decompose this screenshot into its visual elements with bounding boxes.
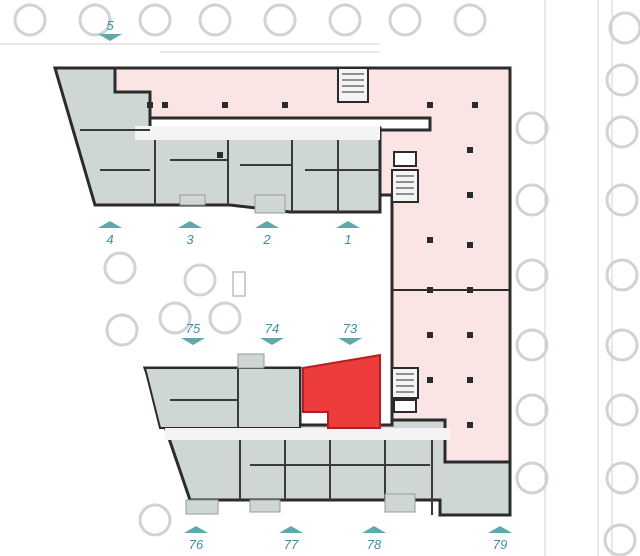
tree-icon <box>608 11 640 45</box>
unit-label-4[interactable]: 4 <box>106 232 113 247</box>
corridor-north <box>135 126 380 140</box>
column <box>217 152 223 158</box>
triangle-marker-icon[interactable] <box>362 526 386 533</box>
tree-icon <box>605 393 639 427</box>
tree-icon <box>138 503 172 537</box>
unit-label-75[interactable]: 75 <box>186 321 201 336</box>
unit-label-5[interactable]: 5 <box>106 18 114 33</box>
column <box>162 102 168 108</box>
column <box>467 242 473 248</box>
triangle-marker-icon[interactable] <box>260 338 284 345</box>
balcony-2 <box>254 194 286 214</box>
column <box>427 237 433 243</box>
tree-icon <box>388 3 422 37</box>
selected-unit-73[interactable] <box>302 353 381 429</box>
tree-icon <box>263 3 297 37</box>
triangle-marker-icon[interactable] <box>336 221 360 228</box>
tree-icon <box>605 63 639 97</box>
triangle-marker-icon[interactable] <box>181 338 205 345</box>
unit-label-73[interactable]: 73 <box>343 321 358 336</box>
unit-label-1[interactable]: 1 <box>344 232 351 247</box>
tree-icon <box>158 301 192 335</box>
triangle-marker-icon[interactable] <box>255 221 279 228</box>
corridor-south <box>165 428 450 440</box>
tree-icon <box>515 328 549 362</box>
courtyard-feature <box>232 271 246 297</box>
unit-label-76[interactable]: 76 <box>189 537 204 552</box>
upper-building <box>52 66 512 464</box>
balcony-74 <box>237 353 265 369</box>
triangle-marker-icon[interactable] <box>279 526 303 533</box>
tree-icon <box>105 313 139 347</box>
balcony-78 <box>384 493 416 513</box>
balcony-77 <box>249 499 281 513</box>
column <box>427 287 433 293</box>
tree-icon <box>13 3 47 37</box>
tree-icon <box>78 3 112 37</box>
unit-label-77[interactable]: 77 <box>284 537 299 552</box>
column <box>467 377 473 383</box>
tree-icon <box>103 251 137 285</box>
unit-block-south-upper <box>143 367 301 429</box>
trees-group <box>13 3 640 556</box>
tree-icon <box>605 328 639 362</box>
unit-label-78[interactable]: 78 <box>367 537 382 552</box>
triangle-marker-icon[interactable] <box>98 221 122 228</box>
tree-icon <box>515 183 549 217</box>
tree-icon <box>515 393 549 427</box>
column <box>472 102 478 108</box>
unit-label-74[interactable]: 74 <box>265 321 279 336</box>
column <box>467 422 473 428</box>
tree-icon <box>515 258 549 292</box>
column <box>427 102 433 108</box>
column <box>222 102 228 108</box>
tree-icon <box>183 263 217 297</box>
tree-icon <box>605 461 639 495</box>
stairs-icon <box>391 169 419 203</box>
tree-icon <box>605 183 639 217</box>
tree-icon <box>605 258 639 292</box>
tree-icon <box>603 523 637 556</box>
tree-icon <box>138 3 172 37</box>
column <box>147 102 153 108</box>
column <box>282 102 288 108</box>
triangle-marker-icon[interactable] <box>98 34 122 41</box>
elevator <box>393 399 417 413</box>
tree-icon <box>605 115 639 149</box>
balcony-76 <box>185 499 219 515</box>
balcony-3 <box>179 194 206 206</box>
stairs-icon <box>337 67 369 103</box>
column <box>467 287 473 293</box>
unit-label-79[interactable]: 79 <box>493 537 507 552</box>
triangle-marker-icon[interactable] <box>184 526 208 533</box>
triangle-marker-icon[interactable] <box>178 221 202 228</box>
triangle-marker-icon[interactable] <box>488 526 512 533</box>
stairs-icon <box>391 367 419 399</box>
unit-label-2[interactable]: 2 <box>262 232 271 247</box>
tree-icon <box>208 301 242 335</box>
column <box>427 377 433 383</box>
tree-icon <box>515 111 549 145</box>
triangle-marker-icon[interactable] <box>338 338 362 345</box>
unit-label-3[interactable]: 3 <box>186 232 194 247</box>
tree-icon <box>515 461 549 495</box>
unit-labels: 5 4 3 2 1 75 74 73 76 77 78 79 <box>98 18 512 552</box>
tree-icon <box>198 3 232 37</box>
column <box>467 147 473 153</box>
column <box>427 332 433 338</box>
column <box>467 192 473 198</box>
tree-icon <box>328 3 362 37</box>
column <box>467 332 473 338</box>
elevator <box>393 151 417 167</box>
tree-icon <box>453 3 487 37</box>
lower-building <box>142 353 512 517</box>
